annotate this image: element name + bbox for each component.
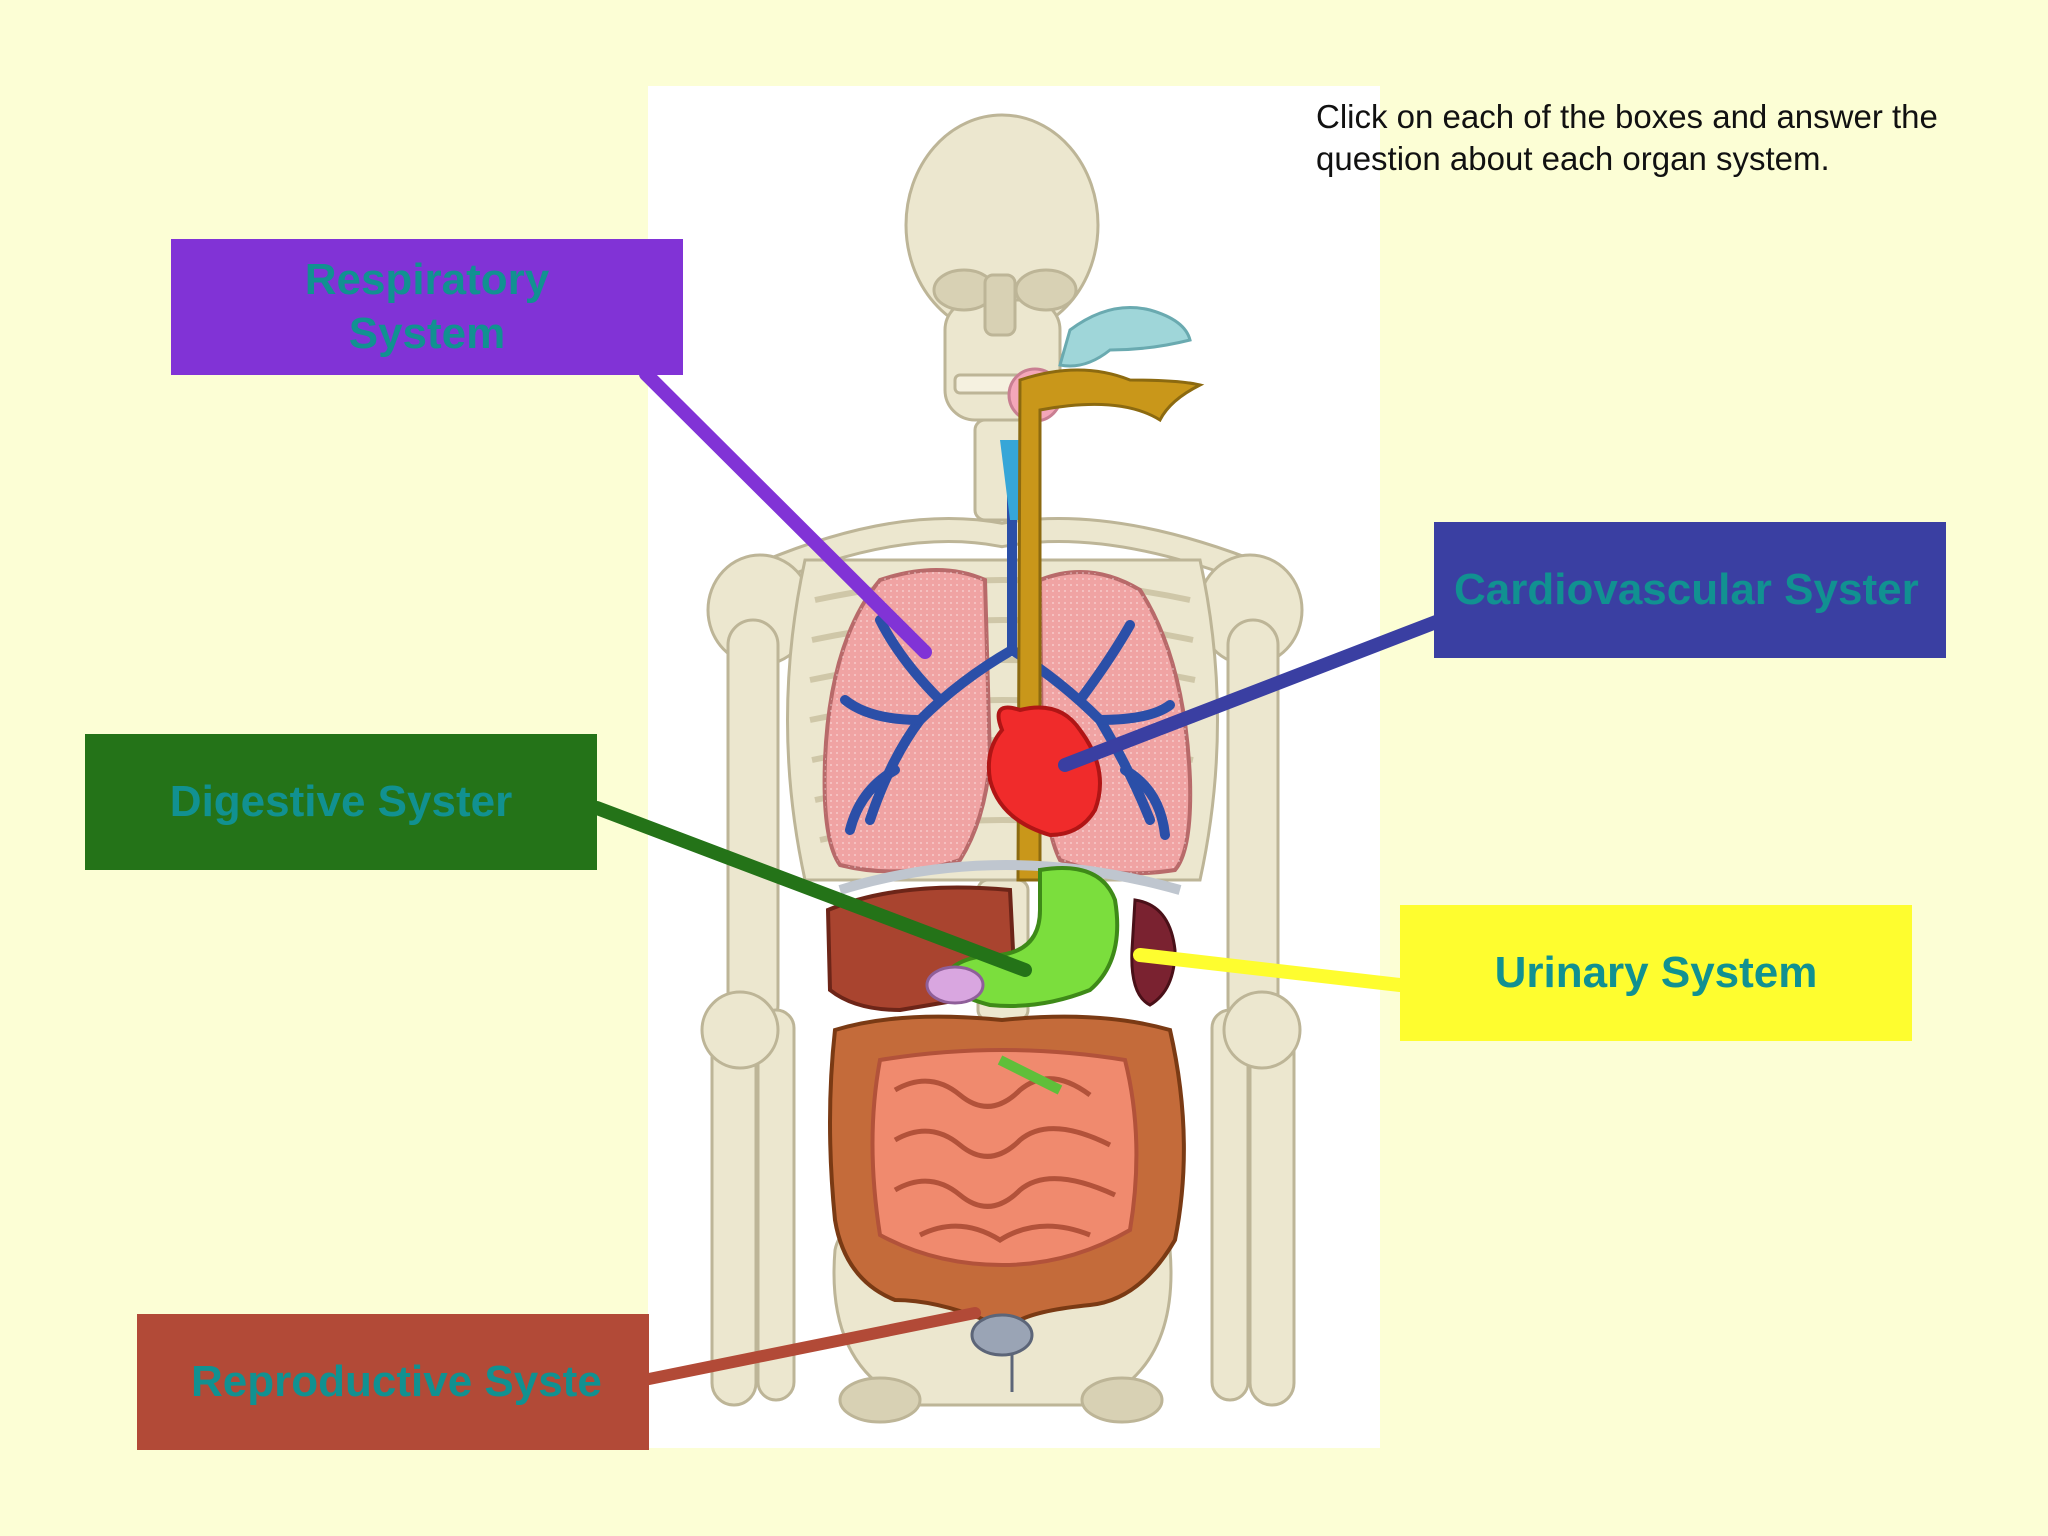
kidney-icon — [1130, 898, 1177, 1007]
digestive-system-label: Digestive Syster — [169, 777, 513, 826]
digestive-system-button[interactable]: Digestive Syster — [85, 734, 597, 870]
reproductive-system-label: Reproductive Syste — [191, 1357, 602, 1406]
respiratory-system-button[interactable]: Respiratory System — [171, 239, 683, 375]
urinary-system-label: Urinary System — [1494, 948, 1818, 997]
instructions-line-1: Click on each of the boxes and answer th… — [1316, 98, 1938, 135]
salivary-icon — [1058, 306, 1192, 368]
instructions-line-2: question about each organ system. — [1316, 140, 1830, 177]
urinary-system-button[interactable]: Urinary System — [1400, 905, 1912, 1041]
cardiovascular-system-label: Cardiovascular Syster — [1454, 565, 1919, 614]
respiratory-system-label: Respiratory System — [304, 255, 550, 358]
small-intestine-icon — [870, 1048, 1139, 1268]
instructions-text: Click on each of the boxes and answer th… — [1316, 96, 2016, 180]
reproductive-system-button[interactable]: Reproductive Syste — [137, 1314, 649, 1450]
bladder-icon — [970, 1313, 1034, 1357]
cardiovascular-system-button[interactable]: Cardiovascular Syster — [1434, 522, 1946, 658]
